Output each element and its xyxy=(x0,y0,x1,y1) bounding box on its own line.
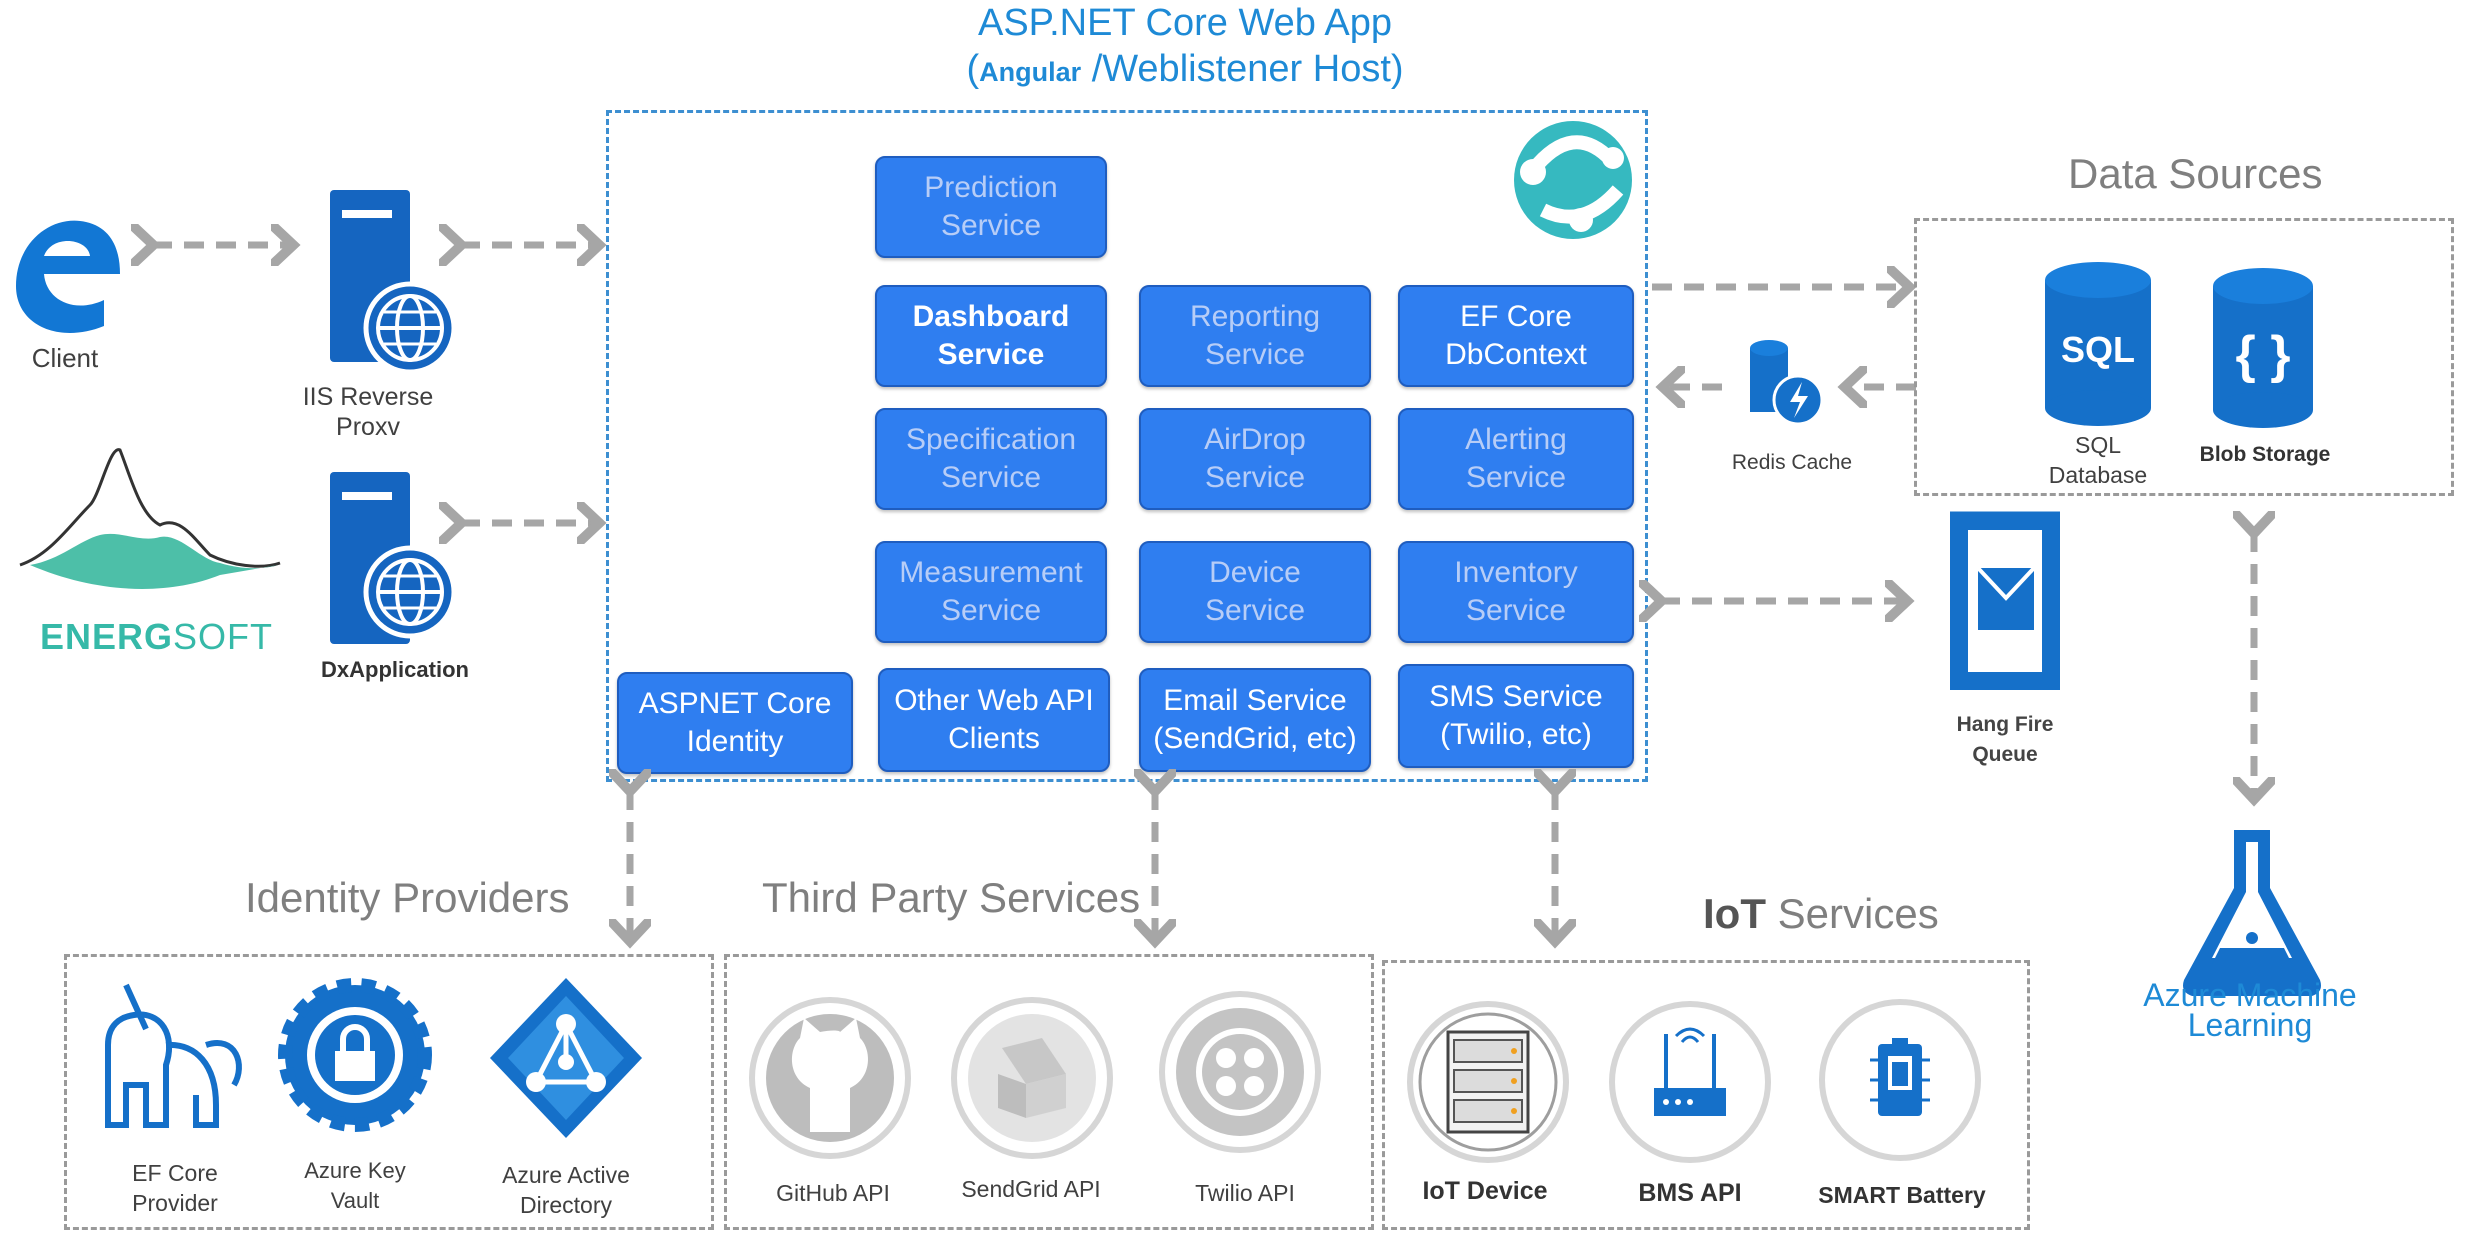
iot-device-label: IoT Device xyxy=(1422,1177,1548,1205)
azure-active-directory-label: Azure Active Directory xyxy=(502,1162,630,1218)
iot-title-rest: Services xyxy=(1765,890,1939,937)
dxapplication-label: DxApplication xyxy=(321,657,469,682)
smart-battery-label: SMART Battery xyxy=(1818,1182,1986,1208)
azure-key-vault-label: Azure Key Vault xyxy=(304,1158,406,1213)
third-party-box xyxy=(724,954,1374,1230)
reporting-service[interactable]: Reporting Service xyxy=(1139,285,1371,387)
github-api-label: GitHub API xyxy=(776,1180,890,1206)
alerting-service[interactable]: Alerting Service xyxy=(1398,408,1634,510)
blob-storage-label: Blob Storage xyxy=(2199,443,2331,466)
subtitle-angular: Angular xyxy=(979,57,1082,87)
measurement-service[interactable]: Measurement Service xyxy=(875,541,1107,643)
sendgrid-api-label: SendGrid API xyxy=(961,1176,1101,1202)
energsoft-logo-part2: SOFT xyxy=(173,616,274,657)
sms-service[interactable]: SMS Service (Twilio, etc) xyxy=(1398,664,1634,768)
data-sources-title: Data Sources xyxy=(2068,150,2323,197)
third-party-title: Third Party Services xyxy=(762,874,1141,921)
inventory-service[interactable]: Inventory Service xyxy=(1398,541,1634,643)
subtitle-paren: ( xyxy=(966,48,980,90)
subtitle-rest: /Weblistener Host) xyxy=(1091,48,1404,90)
device-service[interactable]: Device Service xyxy=(1139,541,1371,643)
energsoft-logo-part1: ENERG xyxy=(40,616,174,657)
airdrop-service[interactable]: AirDrop Service xyxy=(1139,408,1371,510)
aspnet-core-identity[interactable]: ASPNET Core Identity xyxy=(617,672,853,774)
ef-core-dbcontext[interactable]: EF Core DbContext xyxy=(1398,285,1634,387)
client-label: Client xyxy=(31,343,99,373)
iot-services-box xyxy=(1382,960,2030,1230)
specification-service[interactable]: Specification Service xyxy=(875,408,1107,510)
redis-cache-label: Redis Cache xyxy=(1731,451,1853,474)
ef-core-provider-label: EF Core Provider xyxy=(132,1160,218,1216)
data-sources-box xyxy=(1914,218,2454,496)
prediction-service[interactable]: Prediction Service xyxy=(875,156,1107,258)
identity-providers-box xyxy=(64,954,714,1230)
app-subtitle: (Angular /Weblistener Host) xyxy=(870,48,1500,91)
iis-reverse-proxy-label: IIS Reverse Proxv xyxy=(302,383,434,441)
twilio-api-label: Twilio API xyxy=(1195,1180,1295,1206)
other-web-api-clients[interactable]: Other Web API Clients xyxy=(878,668,1110,772)
hangfire-queue-label: Hang Fire Queue xyxy=(1956,713,2054,766)
iot-services-title: IoT Services xyxy=(1703,890,1939,938)
identity-providers-title: Identity Providers xyxy=(245,874,570,921)
email-service[interactable]: Email Service (SendGrid, etc) xyxy=(1139,668,1371,772)
energsoft-logo-text: ENERGSOFT xyxy=(40,616,273,658)
app-title: ASP.NET Core Web App xyxy=(977,2,1392,44)
web-app-frame xyxy=(606,110,1648,782)
sql-database-label: SQL Database xyxy=(2048,432,2148,488)
iot-title-bold: IoT xyxy=(1703,890,1766,937)
azure-ml-label: Azure Machine Learning xyxy=(2143,977,2357,1043)
dashboard-service[interactable]: Dashboard Service xyxy=(875,285,1107,387)
bms-api-label: BMS API xyxy=(1638,1179,1742,1207)
